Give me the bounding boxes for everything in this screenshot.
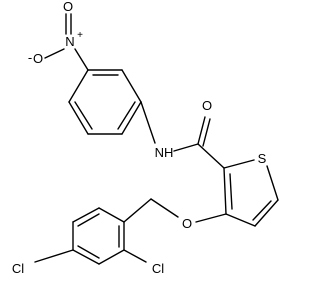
bond-carbonyl-thiophene bbox=[197, 143, 225, 169]
bond-nitrophenyl-2 bbox=[121, 69, 142, 103]
bond-o-ch2 bbox=[150, 198, 179, 218]
bond-n-ring bbox=[74, 48, 89, 71]
bond-thiophene-c4-c3 bbox=[225, 213, 256, 227]
atom-amide-nh: NH bbox=[155, 145, 174, 160]
bond-thiophene-c5-c4-inner bbox=[252, 200, 272, 221]
bond-ring-cl-right bbox=[123, 249, 147, 263]
atom-nitro-o-top: O bbox=[63, 0, 73, 14]
bond-ring-nh bbox=[140, 101, 156, 144]
bond-nitrophenyl-3-inner bbox=[117, 101, 136, 130]
bond-dichlorophenyl-3-inner bbox=[77, 245, 100, 259]
bond-nitrophenyl-6 bbox=[68, 69, 89, 103]
atom-cl-left: Cl bbox=[12, 261, 24, 276]
bond-thiophene-c2-s bbox=[223, 159, 255, 169]
nitro-plus-charge: + bbox=[77, 30, 83, 41]
atom-nitro-o-left: O bbox=[33, 51, 43, 66]
bond-nitrophenyl-3 bbox=[121, 101, 142, 135]
atom-cl-right: Cl bbox=[152, 261, 164, 276]
bond-thiophene-c3-c2-inner bbox=[229, 173, 233, 210]
bond-thiophene-c3-c2 bbox=[223, 167, 227, 215]
nitro-minus-charge: - bbox=[28, 50, 32, 65]
bond-nitrophenyl-5 bbox=[68, 101, 89, 135]
bond-nitrophenyl-5-inner bbox=[74, 101, 93, 130]
bond-thiophene-s-c5 bbox=[266, 165, 279, 201]
bond-carbonyl-o-double bbox=[202, 118, 211, 147]
chemical-structure-diagram: O N + O - O NH S O Cl Cl bbox=[12, 0, 279, 276]
atom-amide-o: O bbox=[202, 98, 212, 113]
bond-ch2-ring bbox=[123, 198, 152, 223]
bond-n-o-left bbox=[44, 48, 65, 59]
bond-dichlorophenyl-3 bbox=[72, 249, 100, 265]
bond-dichlorophenyl-2 bbox=[98, 249, 125, 265]
bond-dichlorophenyl-6 bbox=[98, 207, 125, 223]
atom-labels: O N + O - O NH S O Cl Cl bbox=[12, 0, 267, 276]
atom-thiophene-s: S bbox=[258, 151, 267, 166]
atom-ether-o: O bbox=[182, 216, 192, 231]
atom-nitro-n: N bbox=[65, 34, 74, 49]
bond-thiophene-o bbox=[195, 213, 227, 223]
bond-carbonyl-o bbox=[197, 116, 206, 145]
bonds bbox=[34, 13, 279, 265]
bond-dichlorophenyl-5-inner bbox=[77, 213, 100, 227]
bond-dichlorophenyl-5 bbox=[72, 207, 100, 223]
bond-ring-cl-left bbox=[34, 249, 74, 263]
bond-thiophene-c5-c4 bbox=[254, 199, 279, 227]
bond-nh-carbonyl bbox=[173, 143, 199, 152]
